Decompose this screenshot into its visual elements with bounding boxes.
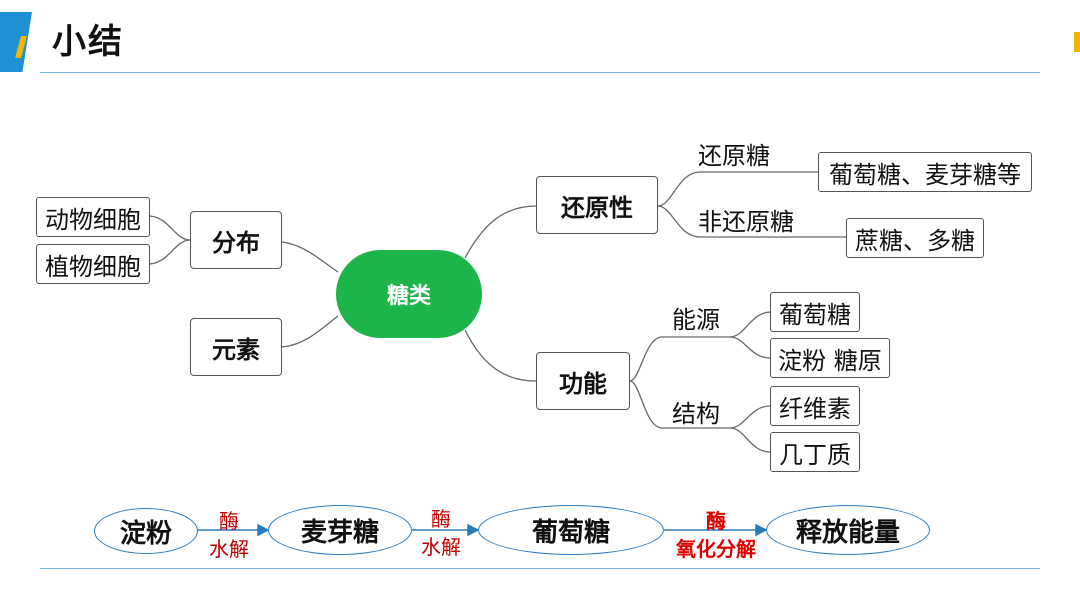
connector-nonreducing-sugar [657,205,846,238]
connector-function-structure [629,380,730,429]
flow-node-energy-release: 释放能量 [766,505,930,555]
flow-arrow-1-enzyme: 酶 [219,509,239,533]
node-function: 功能 [536,352,630,410]
node-cellulose: 纤维素 [770,386,860,426]
node-starch-glycogen: 淀粉 糖原 [770,338,890,378]
connector-distribution-plant [149,239,191,265]
flow-arrow-3-enzyme: 酶 [706,509,726,533]
connector-center-distribution [281,241,339,273]
label-nonreducing-sugar: 非还原糖 [698,208,794,236]
connector-function-energy [629,336,730,382]
node-sucrose-polysaccharide: 蔗糖、多糖 [846,218,984,258]
label-reducing-sugar: 还原糖 [698,142,770,170]
slide-title: 小结 [52,22,124,62]
flow-node-starch: 淀粉 [94,508,198,554]
flow-arrow-1-head [257,523,270,537]
node-chitin: 几丁质 [770,432,860,472]
node-glucose: 葡萄糖 [770,292,860,332]
label-structure: 结构 [672,400,720,428]
connector-reducing-sugar [657,171,818,207]
node-reducing-property: 还原性 [536,176,658,234]
flow-arrow-2-hydrolysis: 水解 [421,535,461,559]
flow-node-glucose: 葡萄糖 [478,505,664,555]
connector-structure-chitin [729,427,771,453]
node-glucose-maltose: 葡萄糖、麦芽糖等 [818,152,1032,192]
center-node-sugars: 糖类 [336,250,482,338]
flow-arrow-2-head [467,523,480,537]
corner-accent-mark [1074,32,1080,52]
node-animal-cells: 动物细胞 [36,197,150,237]
bottom-divider [40,568,1040,569]
connector-structure-cellulose [729,405,771,429]
title-divider [40,72,1040,73]
connector-energy-glucose [729,311,771,338]
connector-energy-starch [729,336,771,359]
node-plant-cells: 植物细胞 [36,244,150,284]
node-distribution: 分布 [190,211,282,269]
flow-arrow-3-oxidation: 氧化分解 [676,537,756,561]
connector-center-function [464,329,537,382]
node-elements: 元素 [190,318,282,376]
connector-distribution-animal [149,215,191,241]
flow-arrow-3-head [755,523,768,537]
flow-arrow-2-enzyme: 酶 [431,507,451,531]
flow-node-maltose: 麦芽糖 [268,505,412,555]
connector-center-reducing [464,205,537,259]
flow-arrow-1-hydrolysis: 水解 [209,537,249,561]
connector-center-elements [281,315,339,348]
label-energy: 能源 [672,306,720,334]
